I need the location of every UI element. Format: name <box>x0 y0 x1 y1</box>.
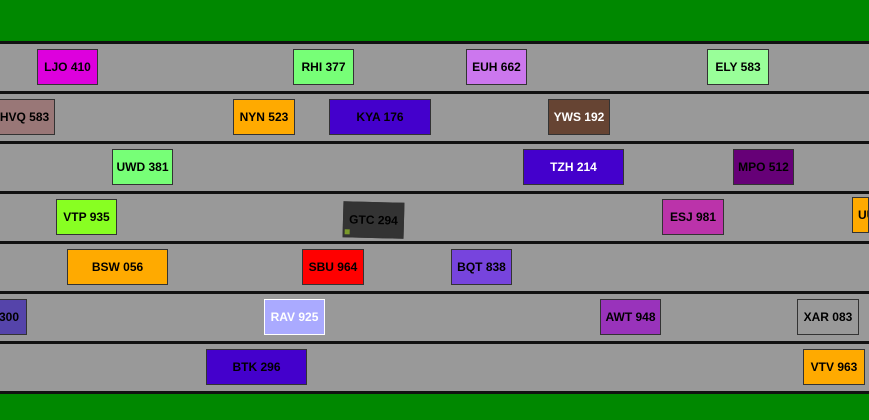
car: BSW 056 <box>67 249 168 285</box>
car: HVQ 583 <box>0 99 55 135</box>
lane-divider <box>0 291 869 294</box>
bottom-grass <box>0 394 869 420</box>
lane-divider <box>0 341 869 344</box>
car: BTK 296 <box>206 349 307 385</box>
lane-divider <box>0 141 869 144</box>
car-plate: TZH 214 <box>550 160 597 174</box>
car-plate: YWS 192 <box>553 110 605 124</box>
car-plate: BQT 838 <box>457 260 506 274</box>
car-plate: RAV 925 <box>270 310 319 324</box>
car-plate: NYN 523 <box>239 110 289 124</box>
car-plate: ELY 583 <box>715 60 761 74</box>
car: 300 <box>0 299 27 335</box>
car-plate: UWD 381 <box>116 160 169 174</box>
car-plate: AWT 948 <box>605 310 656 324</box>
car: YWS 192 <box>548 99 610 135</box>
lane-divider <box>0 241 869 244</box>
car: RHI 377 <box>293 49 354 85</box>
lane-divider <box>0 191 869 194</box>
car: GTC 294 <box>342 201 405 239</box>
car: KYA 176 <box>329 99 431 135</box>
car: EUH 662 <box>466 49 527 85</box>
car-plate: EUH 662 <box>472 60 521 74</box>
car-plate: XAR 083 <box>803 310 853 324</box>
car: SBU 964 <box>302 249 364 285</box>
car-plate: BSW 056 <box>91 260 144 274</box>
car-plate: MPO 512 <box>738 160 789 174</box>
car-plate: VTV 963 <box>810 360 858 374</box>
car-plate: VTP 935 <box>63 210 110 224</box>
top-grass <box>0 0 869 41</box>
car: VTV 963 <box>803 349 865 385</box>
lane-divider <box>0 91 869 94</box>
car: TZH 214 <box>523 149 624 185</box>
car: LJO 410 <box>37 49 98 85</box>
car: RAV 925 <box>264 299 325 335</box>
car-plate: RHI 377 <box>301 60 346 74</box>
car-plate: 300 <box>0 310 19 324</box>
road <box>0 41 869 394</box>
car: ESJ 981 <box>662 199 724 235</box>
car-plate: ESJ 981 <box>669 210 717 224</box>
car: VTP 935 <box>56 199 117 235</box>
car: ELY 583 <box>707 49 769 85</box>
status-dot <box>344 229 350 235</box>
lane-divider <box>0 41 869 44</box>
car-plate: BTK 296 <box>232 360 281 374</box>
car: AWT 948 <box>600 299 661 335</box>
lane-divider <box>0 391 869 394</box>
car-plate: SBU 964 <box>308 260 358 274</box>
car-plate: UU <box>858 208 868 222</box>
car: UU <box>852 197 869 233</box>
car-plate: HVQ 583 <box>0 110 50 124</box>
car: XAR 083 <box>797 299 859 335</box>
car: NYN 523 <box>233 99 295 135</box>
car-plate: GTC 294 <box>348 212 399 228</box>
car: UWD 381 <box>112 149 173 185</box>
car-plate: LJO 410 <box>44 60 91 74</box>
car: MPO 512 <box>733 149 794 185</box>
car-plate: KYA 176 <box>356 110 404 124</box>
car: BQT 838 <box>451 249 512 285</box>
